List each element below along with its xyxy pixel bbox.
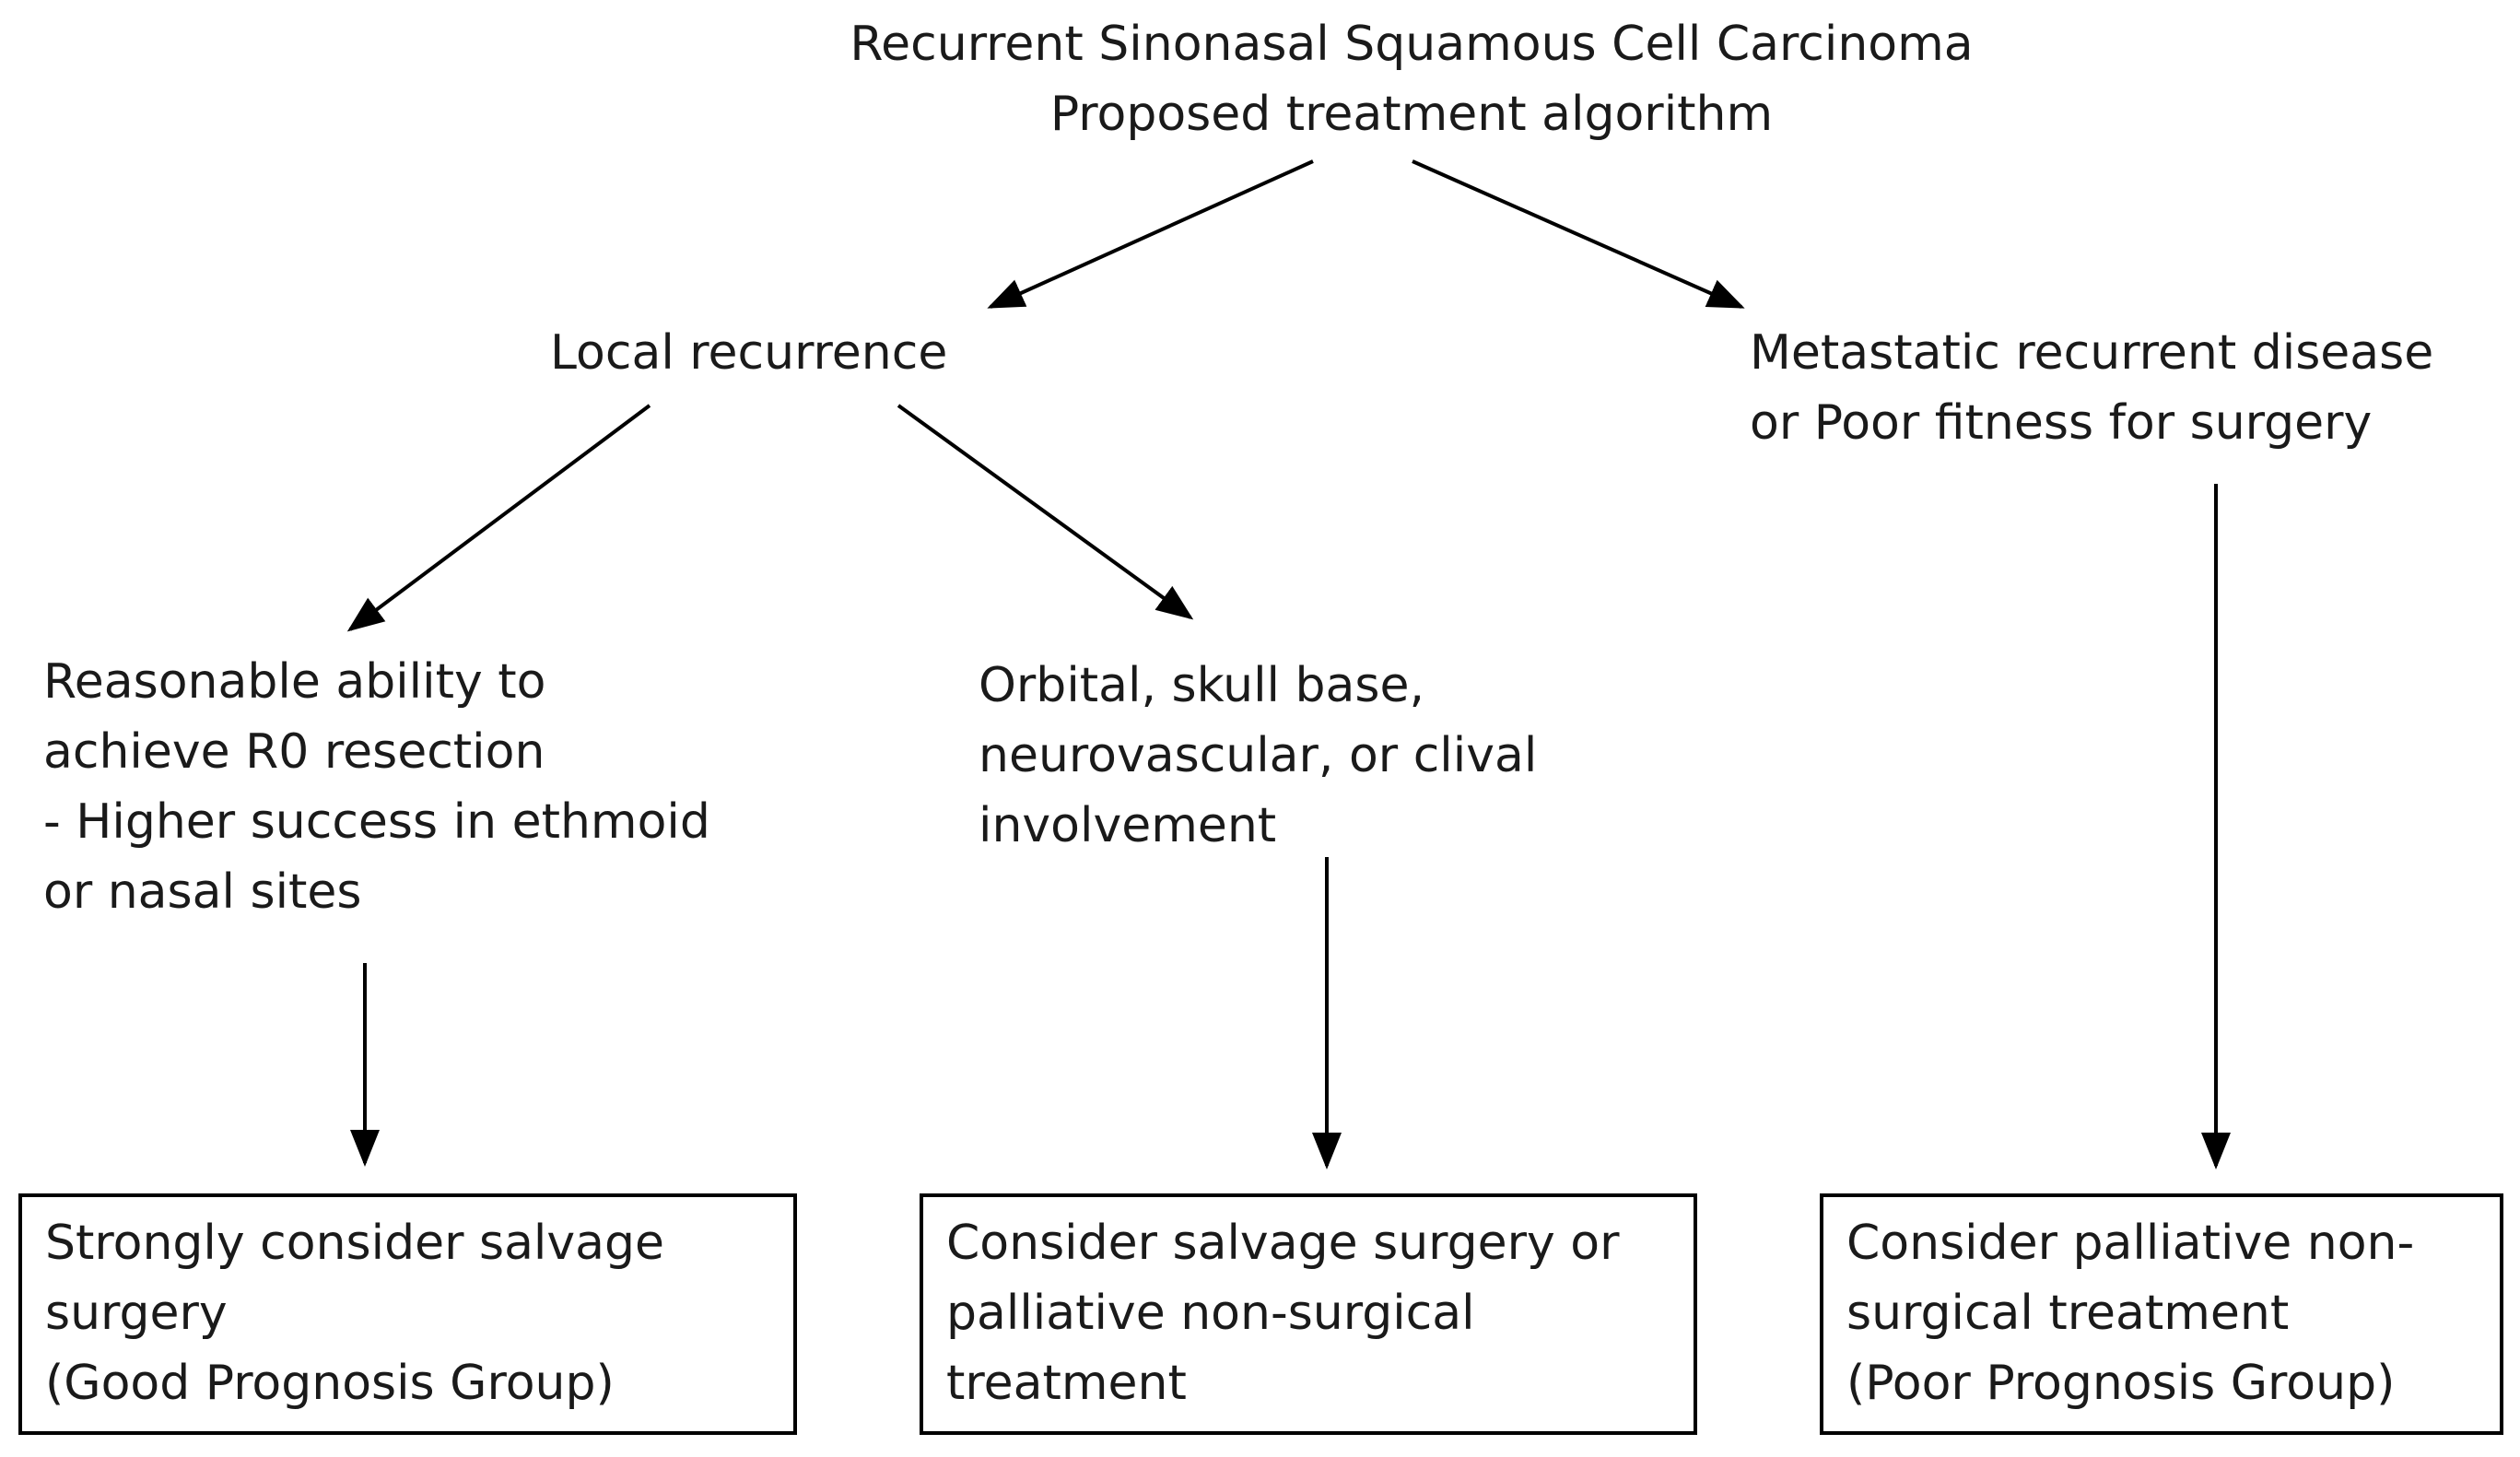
arrow-local-to-orbital <box>897 404 1194 620</box>
outcome-salvage-line-3: (Good Prognosis Group) <box>45 1356 615 1411</box>
node-orbital-line-1: Orbital, skull base, <box>979 658 1424 713</box>
outcome-salvage-or-palliative-line-2: palliative non-surgical <box>946 1286 1475 1341</box>
outcome-box-palliative: Consider palliative non- surgical treatm… <box>1820 1193 2503 1435</box>
outcome-palliative-line-1: Consider palliative non- <box>1846 1216 2415 1271</box>
node-r0-line-2: achieve R0 resection <box>43 724 545 780</box>
title-line-1: Recurrent Sinonasal Squamous Cell Carcin… <box>850 17 1974 72</box>
node-metastatic-line-2: or Poor fitness for surgery <box>1750 395 2373 451</box>
outcome-salvage-line-1: Strongly consider salvage <box>45 1216 665 1271</box>
outcome-salvage-or-palliative-line-3: treatment <box>946 1356 1187 1411</box>
outcome-palliative-text: Consider palliative non- surgical treatm… <box>1846 1208 2414 1418</box>
outcome-salvage-text: Strongly consider salvage surgery (Good … <box>45 1208 664 1418</box>
title-line-2: Proposed treatment algorithm <box>1049 87 1774 142</box>
node-r0-resection: Reasonable ability to achieve R0 resecti… <box>43 647 710 927</box>
arrow-local-to-r0 <box>346 404 651 632</box>
outcome-salvage-or-palliative-line-1: Consider salvage surgery or <box>946 1216 1620 1271</box>
node-local-recurrence: Local recurrence <box>550 318 947 388</box>
node-r0-line-3: - Higher success in ethmoid <box>43 794 710 850</box>
outcome-salvage-line-2: surgery <box>45 1286 228 1341</box>
outcome-box-salvage-or-palliative: Consider salvage surgery or palliative n… <box>920 1193 1697 1435</box>
diagram-title: Recurrent Sinonasal Squamous Cell Carcin… <box>767 9 2057 149</box>
outcome-palliative-line-2: surgical treatment <box>1846 1286 2290 1341</box>
arrow-title-to-metastatic <box>1412 159 1745 309</box>
node-metastatic: Metastatic recurrent disease or Poor fit… <box>1750 318 2433 458</box>
node-orbital-line-2: neurovascular, or clival <box>979 728 1538 783</box>
node-local-recurrence-label: Local recurrence <box>550 325 948 381</box>
arrow-title-to-local <box>987 159 1314 309</box>
node-r0-line-4: or nasal sites <box>43 864 362 920</box>
node-metastatic-line-1: Metastatic recurrent disease <box>1750 325 2434 381</box>
node-r0-line-1: Reasonable ability to <box>43 654 546 710</box>
outcome-salvage-or-palliative-text: Consider salvage surgery or palliative n… <box>946 1208 1620 1418</box>
outcome-box-salvage: Strongly consider salvage surgery (Good … <box>18 1193 797 1435</box>
outcome-palliative-line-3: (Poor Prognosis Group) <box>1846 1356 2396 1411</box>
node-orbital: Orbital, skull base, neurovascular, or c… <box>979 651 1537 861</box>
node-orbital-line-3: involvement <box>979 798 1277 853</box>
